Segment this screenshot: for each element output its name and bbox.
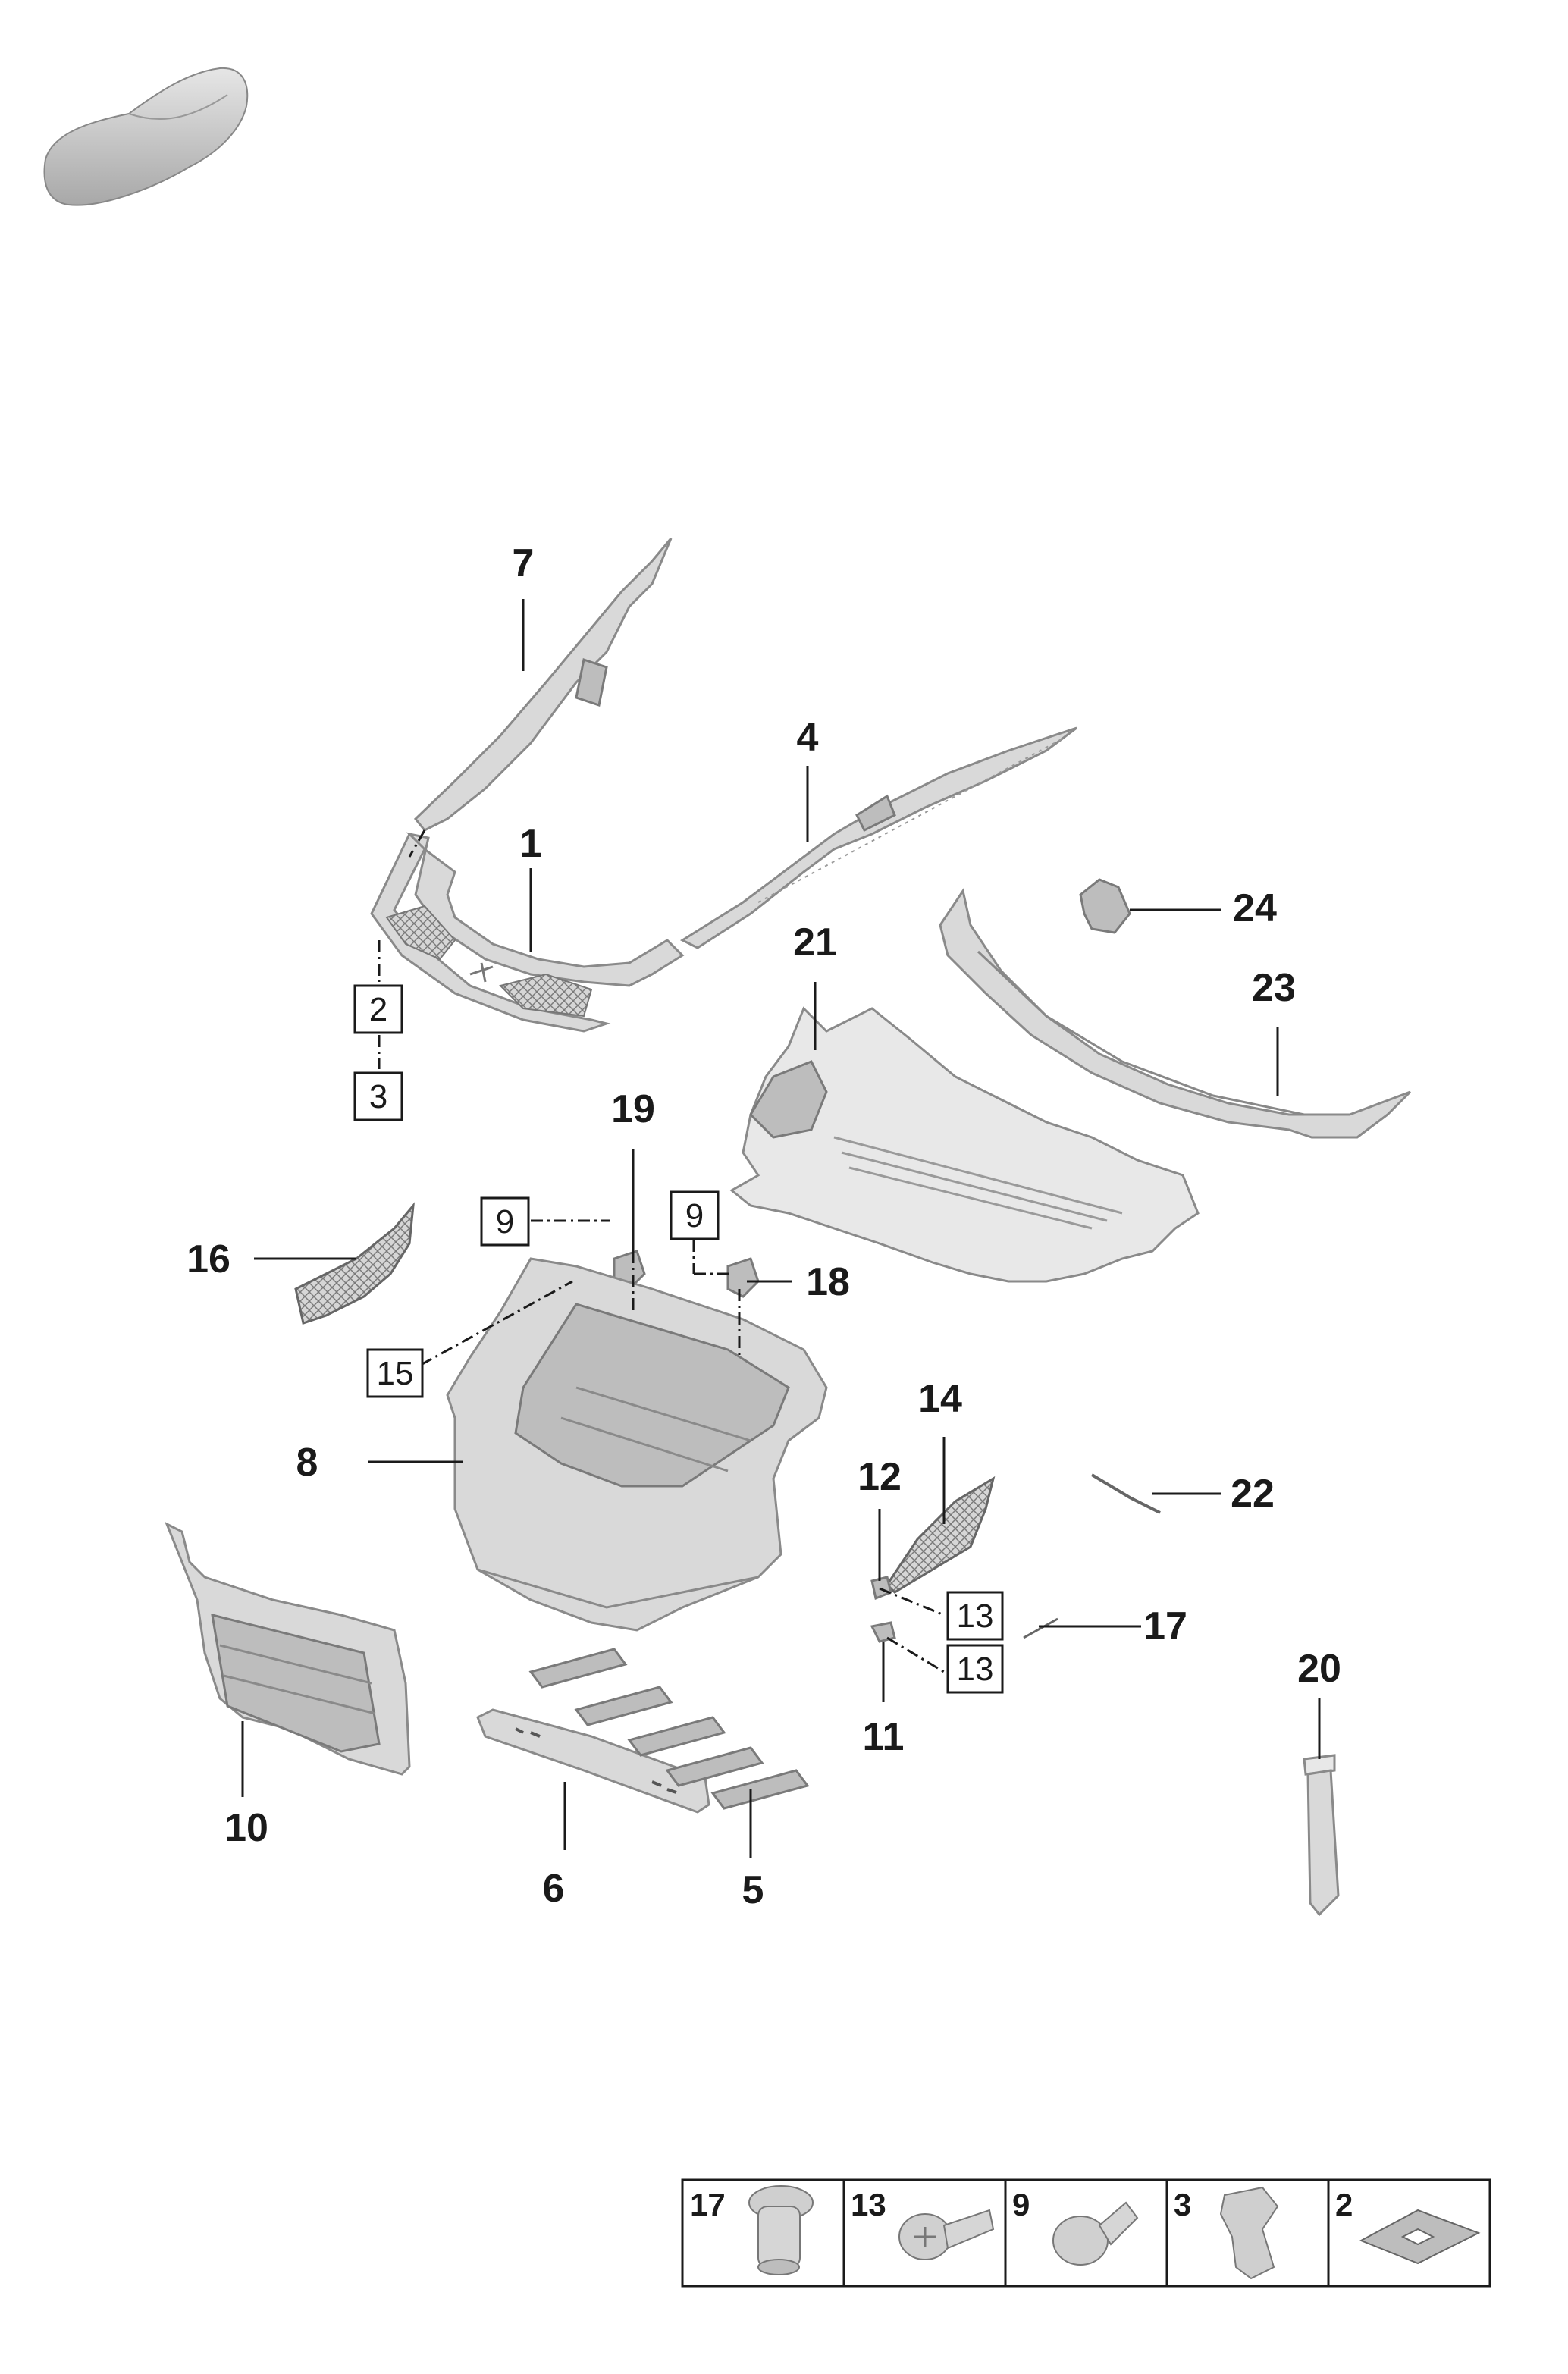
legend-cell-17: 17 — [690, 2185, 814, 2275]
box-ref-2: 2 — [353, 984, 403, 1034]
part-4-side-trim — [679, 726, 1077, 949]
box-ref-13-lower: 13 — [946, 1644, 1004, 1694]
svg-text:9: 9 — [496, 1203, 514, 1240]
part-22-wire — [1090, 1473, 1161, 1514]
leader-lines — [241, 599, 1321, 1858]
callout-10: 10 — [224, 1806, 268, 1850]
callout-20: 20 — [1297, 1647, 1341, 1691]
svg-text:13: 13 — [957, 1598, 994, 1635]
part-23-curved-seal — [939, 888, 1412, 1139]
callout-23: 23 — [1252, 966, 1296, 1010]
part-21-bulkhead-panel — [729, 1006, 1200, 1283]
callout-14: 17 — [1143, 1604, 1187, 1648]
spring-nut-icon — [1219, 2186, 1279, 2280]
gasket-plate-icon — [1359, 2209, 1481, 2265]
callout-18: 18 — [806, 1260, 850, 1304]
part-7-foam-strips — [528, 1648, 810, 1810]
legend-cell-9: 9 — [1012, 2187, 1139, 2266]
box-ref-9-right: 9 — [670, 1190, 720, 1240]
callout-11: 11 — [863, 1715, 905, 1759]
callout-4: 4 — [797, 716, 819, 760]
part-12-clip — [870, 1576, 892, 1601]
callout-8: 8 — [296, 1441, 318, 1485]
part-18-clip — [726, 1257, 760, 1298]
legend-cell-3: 3 — [1174, 2186, 1279, 2280]
callout-numbers: 7 4 1 24 23 21 19 16 18 8 14 12 22 17 20… — [187, 541, 1341, 1912]
box-ref-17: 15 — [366, 1348, 424, 1398]
box-ref-3: 3 — [353, 1071, 403, 1121]
fastener-legend-table: 17 13 9 3 — [681, 2178, 1491, 2288]
svg-text:13: 13 — [851, 2187, 886, 2222]
callout-6: 6 — [543, 1867, 565, 1911]
part-16-net-panel — [294, 1202, 415, 1325]
part-6-base-support — [476, 1708, 710, 1814]
callout-21: 21 — [793, 920, 837, 964]
callout-19: 19 — [611, 1087, 655, 1131]
part-8-luggage-tub — [446, 1257, 828, 1632]
callout-5: 7 — [513, 541, 535, 585]
svg-text:3: 3 — [369, 1078, 387, 1115]
callout-22: 22 — [1231, 1472, 1275, 1516]
screw-icon — [898, 2209, 995, 2260]
part-15-vent-grille — [886, 1476, 996, 1594]
svg-text:2: 2 — [369, 991, 387, 1028]
svg-text:9: 9 — [685, 1197, 704, 1234]
dash-dot-lines — [378, 829, 945, 1673]
svg-text:9: 9 — [1012, 2187, 1030, 2222]
svg-text:13: 13 — [957, 1651, 994, 1688]
part-5-pillar-trim — [413, 538, 673, 832]
svg-text:3: 3 — [1174, 2187, 1191, 2222]
box-ref-13-upper: 13 — [946, 1591, 1004, 1641]
clip-fastener-icon — [1052, 2201, 1139, 2266]
part-20-strap — [1303, 1754, 1340, 1917]
part-1-frame-trim — [370, 832, 685, 1033]
svg-text:17: 17 — [690, 2187, 726, 2222]
push-rivet-icon — [748, 2185, 814, 2275]
callout-24: 24 — [1233, 886, 1277, 930]
callout-1: 1 — [520, 822, 542, 866]
callout-15: 14 — [918, 1377, 962, 1421]
part-11-clip — [870, 1621, 896, 1643]
part-10-side-panel — [165, 1521, 411, 1776]
car-thumbnail-icon — [43, 67, 249, 206]
part-14-pin — [1023, 1617, 1058, 1639]
boxed-references: 2 3 9 9 15 13 13 — [353, 984, 1004, 1694]
box-ref-9-left: 9 — [480, 1196, 530, 1247]
part-24-clip — [1079, 878, 1131, 934]
callout-12: 12 — [858, 1455, 902, 1499]
svg-text:2: 2 — [1335, 2187, 1353, 2222]
callout-7: 5 — [742, 1868, 764, 1912]
legend-cell-13: 13 — [851, 2187, 995, 2260]
legend-cell-2: 2 — [1335, 2187, 1481, 2265]
callout-16: 16 — [187, 1237, 230, 1281]
svg-text:15: 15 — [377, 1355, 414, 1392]
